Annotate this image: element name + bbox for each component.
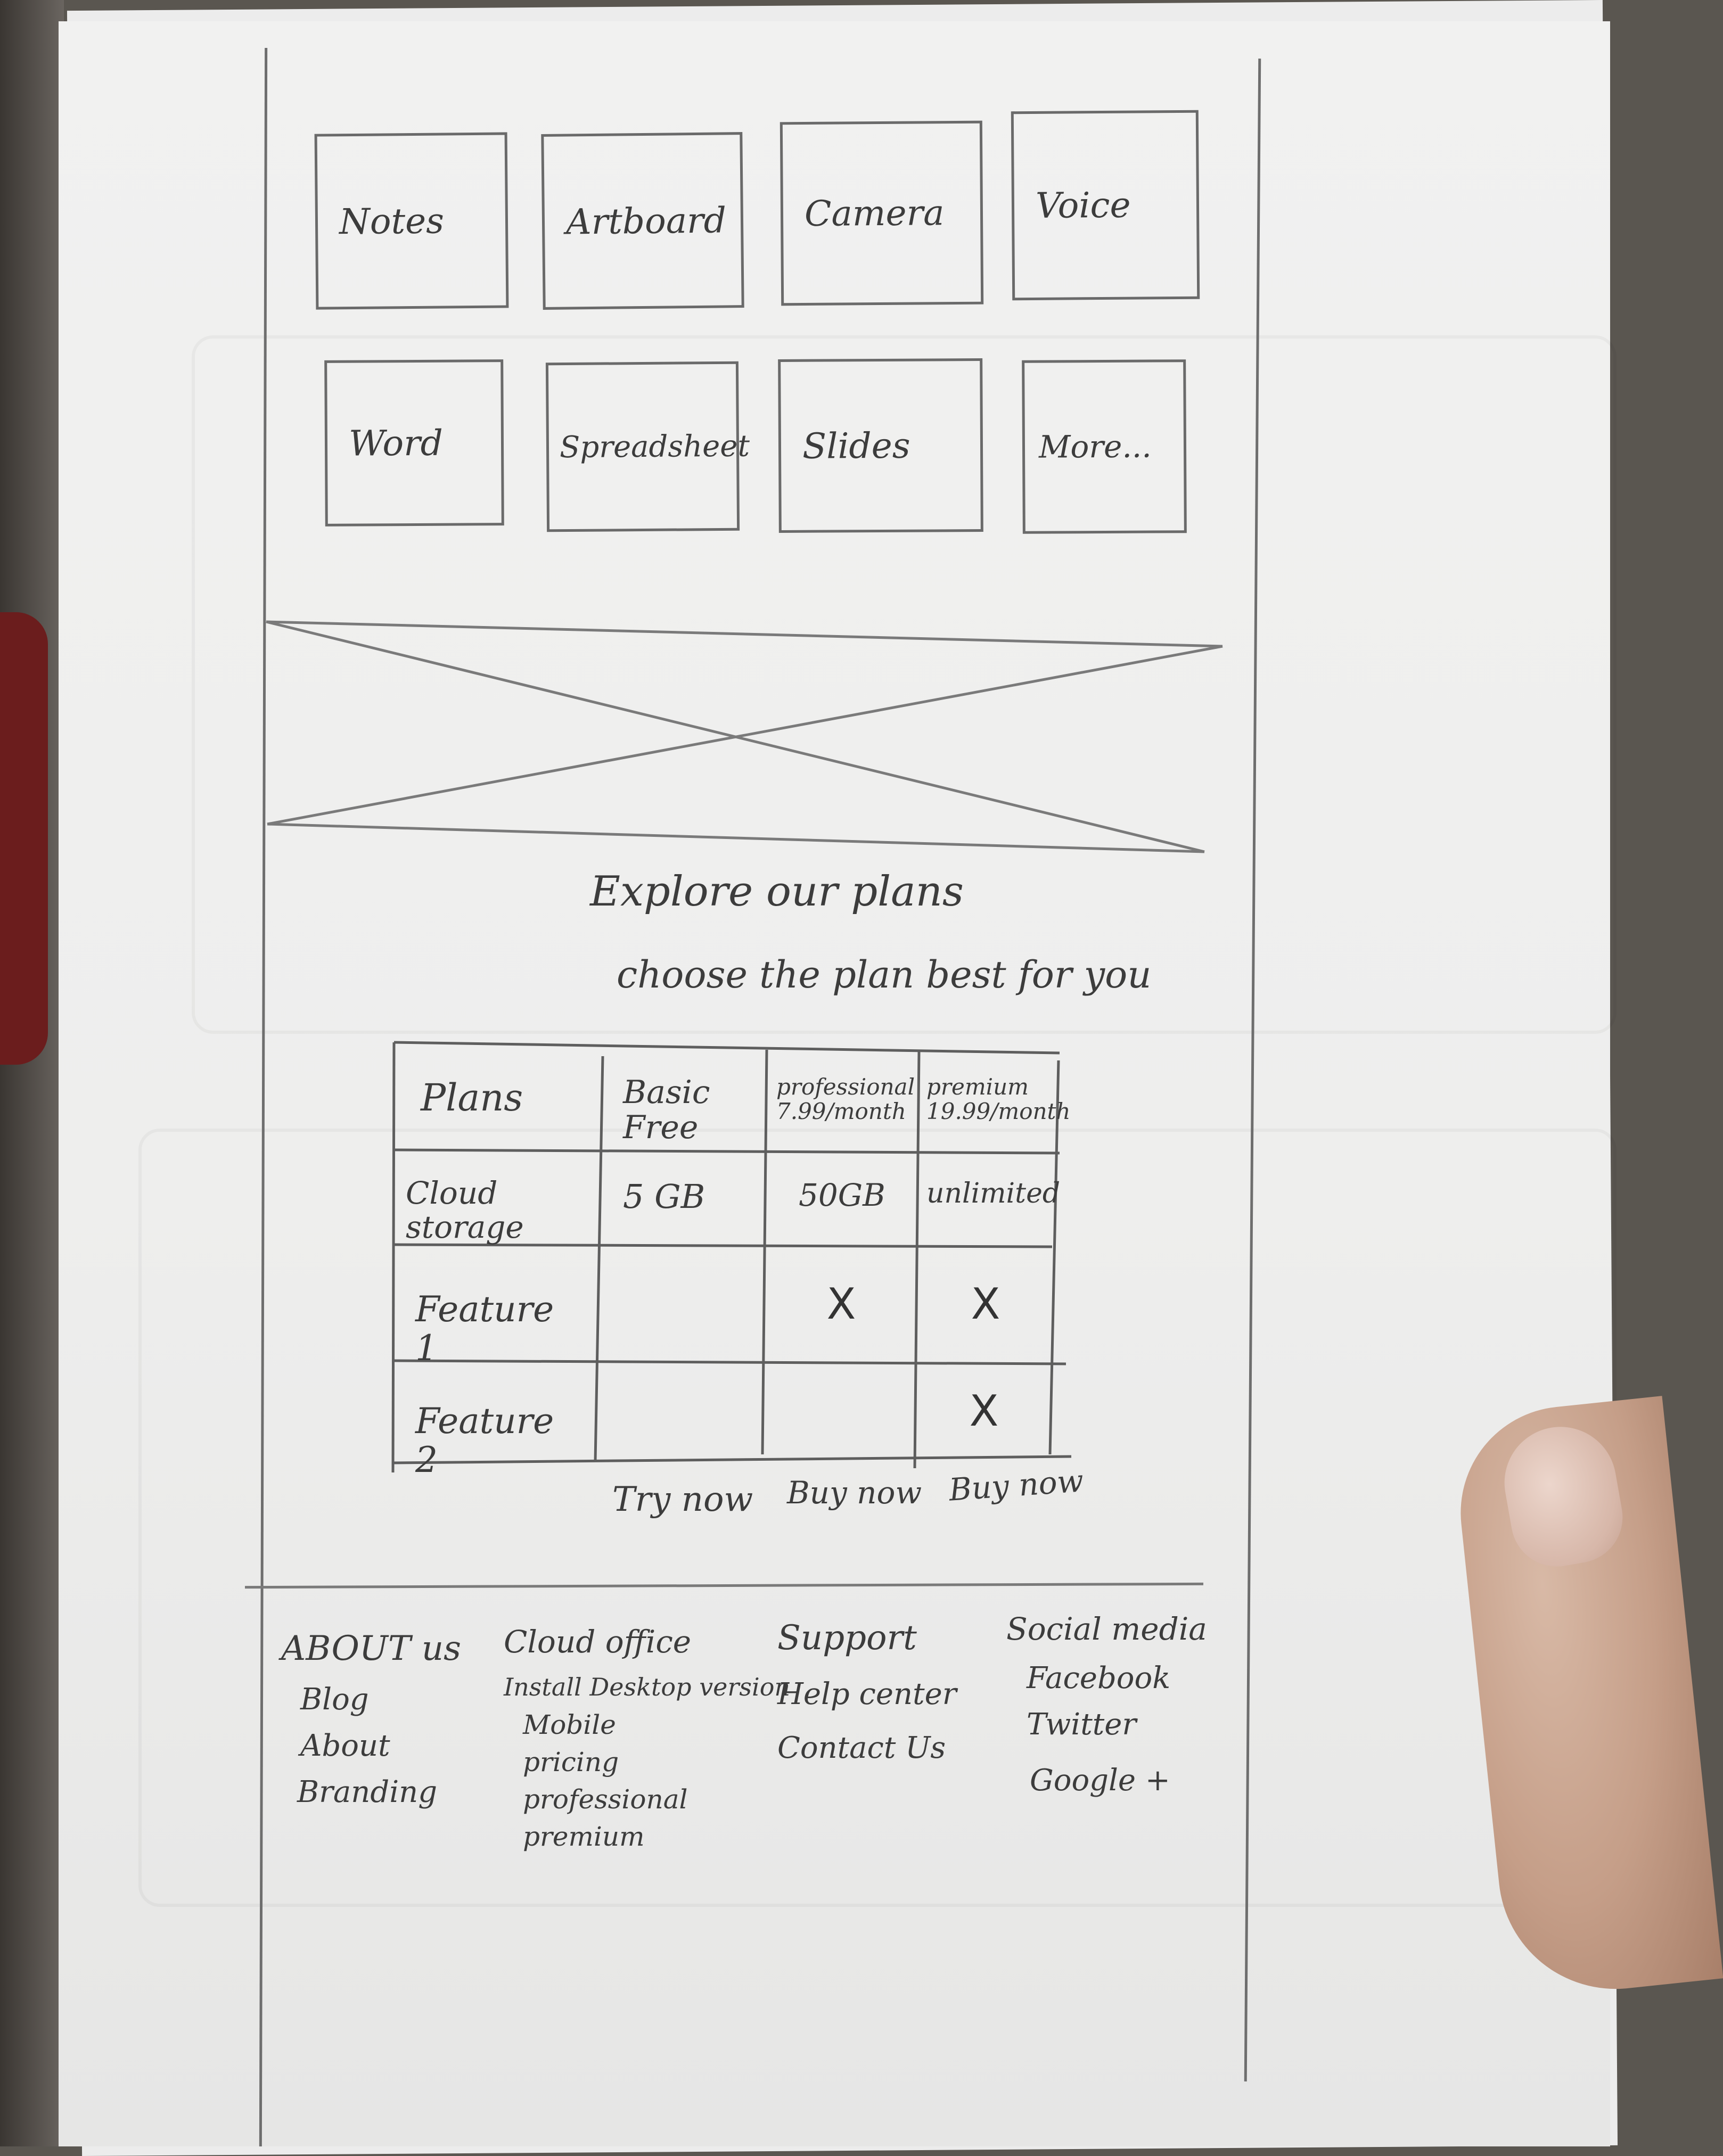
footer-link-help-center[interactable]: Help center [777,1677,957,1711]
plans-table-grid [391,1041,1072,1473]
table-row-label-feature-2: Feature 2 [415,1401,554,1480]
footer-link-premium[interactable]: premium [523,1821,645,1853]
footer-heading-cloud-office: Cloud office [504,1624,692,1660]
try-now-button[interactable]: Try now [612,1480,753,1519]
table-cell-premium-feature-1: X [971,1279,1000,1329]
placeholder-top-edge [266,620,1223,648]
footer-link-pricing[interactable]: pricing [523,1747,619,1778]
footer-link-install-desktop[interactable]: Install Desktop version [504,1673,791,1701]
paper-sheet [59,21,1610,2146]
table-row-label-feature-1: Feature 1 [415,1289,554,1369]
footer-column-about: ABOUT us Blog About Branding [281,1629,461,1815]
footer-link-mobile[interactable]: Mobile [523,1709,616,1741]
footer-link-blog[interactable]: Blog [300,1682,369,1717]
placeholder-bottom-edge [267,822,1205,853]
footer-link-branding[interactable]: Branding [297,1774,438,1809]
footer-heading-social-media: Social media [1006,1611,1207,1647]
footer-column-social-media: Social media Facebook Twitter Google + [1006,1611,1207,1804]
table-cell-basic-storage: 5 GB [623,1177,705,1216]
table-header-premium: premium 19.99/month [926,1074,1071,1125]
table-header-basic: Basic Free [623,1074,710,1146]
footer-link-twitter[interactable]: Twitter [1027,1707,1137,1742]
footer-heading-about-us: ABOUT us [281,1629,461,1668]
plans-subtitle: choose the plan best for you [617,953,1152,997]
buy-now-professional-button[interactable]: Buy now [787,1475,922,1511]
footer-link-contact-us[interactable]: Contact Us [777,1731,946,1766]
table-surface [0,0,64,2146]
table-row-label-cloud-storage: Cloud storage [406,1175,524,1245]
table-cell-professional-feature-1: X [826,1279,856,1329]
footer-heading-support: Support [777,1618,917,1658]
table-cell-professional-feature-2 [765,1366,914,1456]
table-cell-basic-feature-1 [605,1251,762,1357]
table-header-plans: Plans [421,1076,523,1120]
hero-image-placeholder [266,620,1223,853]
footer-link-facebook[interactable]: Facebook [1027,1661,1171,1696]
red-object [0,612,48,1065]
footer-column-support: Support Help center Contact Us [777,1618,957,1774]
footer-link-about[interactable]: About [300,1728,390,1763]
plans-title: Explore our plans [590,868,964,916]
footer-link-google-plus[interactable]: Google + [1030,1763,1170,1798]
table-header-professional: professional 7.99/month [776,1074,915,1125]
footer-column-cloud-office: Cloud office Install Desktop version Mob… [504,1624,790,1855]
table-cell-premium-feature-2: X [969,1386,999,1436]
footer-link-professional[interactable]: professional [523,1784,688,1815]
table-cell-professional-storage: 50GB [799,1177,885,1213]
table-cell-basic-feature-2 [602,1366,759,1456]
placeholder-diagonal [267,645,1223,826]
table-cell-premium-storage: unlimited [926,1178,1061,1209]
